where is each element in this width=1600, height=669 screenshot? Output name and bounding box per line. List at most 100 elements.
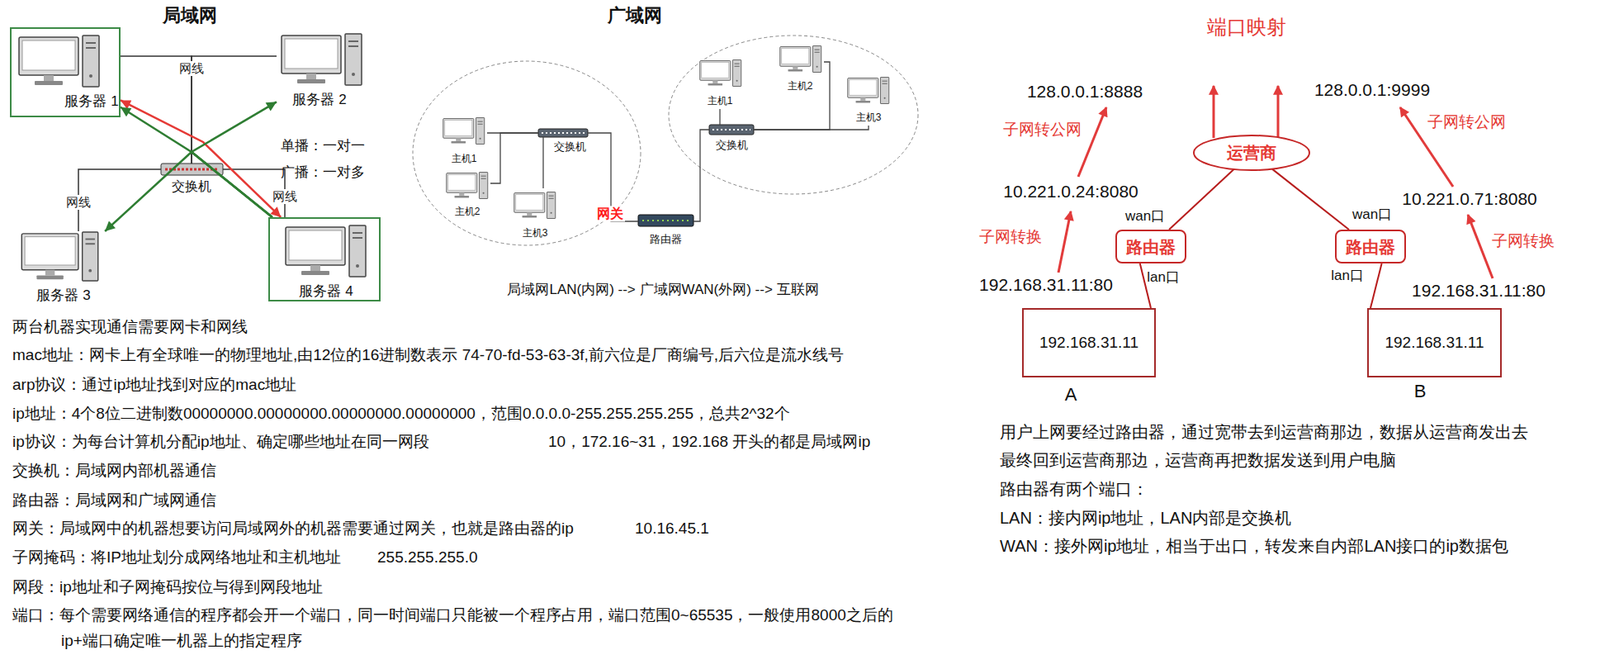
node-box: 交换机 (538, 128, 588, 138)
computer-icon (514, 192, 556, 219)
text-label: 广域网 (607, 4, 663, 27)
translate-arrow (1467, 214, 1493, 279)
switch-icon (538, 128, 588, 138)
node-box: 交换机 (160, 163, 223, 176)
lan-region (412, 61, 641, 246)
switch-icon (709, 124, 754, 135)
node-box: 交换机 (709, 124, 754, 135)
node-box: 路由器 (1334, 229, 1406, 264)
computer-icon (285, 225, 366, 277)
connector (191, 101, 277, 218)
node-box: 服务器 4 (268, 217, 381, 302)
node-label: 路由器 (1345, 236, 1396, 257)
node-label: A (1065, 383, 1078, 406)
connector (120, 107, 273, 218)
text-label: 子网掩码：将IP地址划分成网络地址和主机地址 (12, 548, 341, 568)
text-label: 192.168.31.11:80 (1411, 279, 1546, 301)
node-label: 192.168.31.11 (1384, 333, 1484, 353)
node-box: 路由器 (638, 214, 694, 227)
connector (719, 108, 720, 125)
text-label: 128.0.0.1:8888 (1027, 80, 1143, 102)
node-box: 主机2 (776, 42, 824, 95)
computer-icon (281, 33, 362, 86)
text-label: ip协议：为每台计算机分配ip地址、确定哪些地址在同一网段 (12, 432, 430, 452)
connector (490, 132, 539, 184)
text-label: 10.221.0.24:8080 (1003, 180, 1139, 202)
node-label: 服务器 1 (64, 93, 119, 110)
router-lights (642, 219, 690, 222)
edge-label: 网线 (64, 194, 93, 210)
text-label: 端口：每个需要网络通信的程序都会开一个端口，同一时间端口只能被一个程序占用，端口… (12, 605, 894, 625)
node-label: 主机1 (707, 94, 734, 107)
text-label: 10.16.45.1 (634, 519, 710, 539)
text-label: 用户上网要经过路由器，通过宽带去到运营商那边，数据从运营商发出去 (999, 421, 1529, 442)
node-box: 192.168.31.11B (1367, 307, 1502, 378)
node-label: 运营商 (1226, 142, 1277, 163)
node-label: 交换机 (553, 140, 587, 154)
node-box: 服务器 3 (14, 231, 114, 306)
node-box: 服务器 2 (276, 31, 376, 114)
text-label: 网关：局域网中的机器想要访问局域网外的机器需要通过网关，也就是路由器的ip (12, 519, 574, 539)
node-label: 主机3 (856, 111, 882, 124)
node-label: 路由器 (1126, 236, 1176, 257)
text-label: 网关 (595, 205, 625, 222)
connector (1169, 169, 1235, 230)
text-label: LAN：接内网ip地址，LAN内部是交换机 (999, 507, 1292, 528)
computer-icon (18, 35, 100, 87)
text-label: 10，172.16~31，192.168 开头的都是局域网ip (548, 432, 871, 452)
node-box: 主机1 (697, 57, 744, 109)
text-label: lan口 (1146, 269, 1180, 286)
connector (542, 137, 544, 189)
text-label: 255.255.255.0 (377, 548, 479, 568)
node-box: 服务器 1 (9, 27, 121, 118)
node-label: 服务器 2 (292, 91, 346, 109)
computer-icon (446, 172, 488, 199)
node-label: 交换机 (171, 178, 212, 195)
text-label: 子网转换 (979, 227, 1042, 247)
text-label: 子网转换 (1491, 231, 1555, 251)
node-box: 主机2 (439, 168, 491, 220)
node-box: 主机3 (845, 74, 892, 126)
connector (753, 61, 830, 130)
text-label: 交换机：局域网内部机器通信 (12, 461, 217, 481)
connector (587, 132, 639, 222)
text-label: 128.0.0.1:9999 (1314, 79, 1430, 100)
node-label: 路由器 (649, 232, 682, 247)
text-label: 路由器有两个端口： (999, 478, 1149, 499)
ellipse-shape (1193, 135, 1310, 171)
connector (1272, 169, 1350, 230)
edge-label: 网线 (177, 61, 206, 76)
node-label: B (1414, 380, 1427, 403)
text-label: wan口 (1352, 206, 1392, 223)
computer-icon (21, 231, 98, 281)
node-box: 运营商 (1193, 135, 1310, 171)
text-label: 192.168.31.11:80 (979, 274, 1113, 295)
text-label: 子网转公网 (1427, 113, 1506, 133)
text-label: 10.221.0.71:8080 (1401, 188, 1538, 209)
text-label: 局域网 (162, 4, 218, 27)
uplink-arrow (1277, 85, 1280, 138)
text-label: 最终回到运营商那边，运营商再把数据发送到用户电脑 (999, 449, 1397, 470)
computer-icon (443, 118, 485, 145)
switch-ports (712, 128, 751, 131)
text-label: 端口映射 (1207, 15, 1287, 40)
node-label: 服务器 4 (298, 283, 353, 300)
node-label: 主机1 (451, 152, 478, 165)
node-box: 192.168.31.11A (1022, 307, 1156, 378)
text-label: ip+端口确定唯一机器上的指定程序 (61, 631, 303, 651)
text-label: wan口 (1125, 208, 1165, 225)
computer-icon (780, 46, 822, 73)
text-label: 广播：一对多 (280, 164, 365, 181)
text-label: mac地址：网卡上有全球唯一的物理地址,由12位的16进制数表示 74-70-f… (12, 345, 844, 365)
node-box: 主机1 (433, 115, 488, 167)
router-icon (638, 214, 694, 227)
text-label: 路由器：局域网和广域网通信 (12, 491, 217, 511)
switch-ports (541, 132, 585, 134)
node-box: 路由器 (1115, 229, 1187, 264)
text-label: lan口 (1330, 267, 1364, 285)
node-label: 主机2 (454, 205, 481, 218)
node-label: 192.168.31.11 (1039, 333, 1139, 353)
text-label: 子网转公网 (1003, 120, 1082, 140)
connector (1370, 263, 1383, 308)
